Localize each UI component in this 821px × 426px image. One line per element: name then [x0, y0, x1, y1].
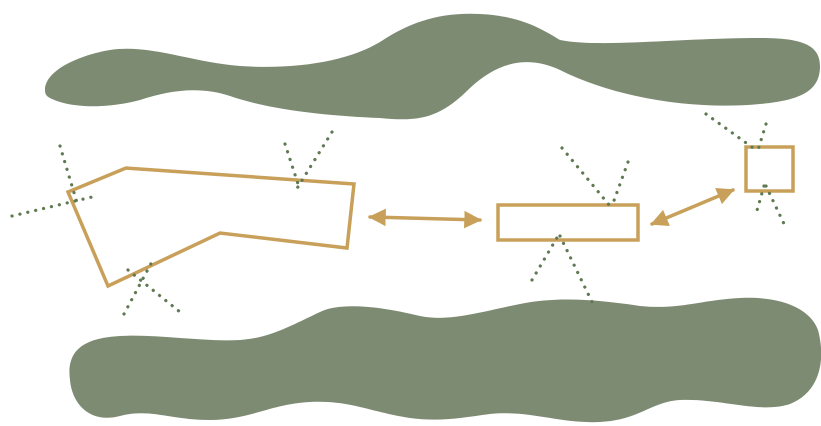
- dotted-line: [530, 234, 560, 282]
- small-square: [744, 145, 795, 193]
- dotted-line: [764, 184, 788, 230]
- dotted-line: [558, 234, 596, 308]
- double-arrow-2: [650, 188, 735, 226]
- dotted-line: [58, 144, 80, 208]
- double-arrow-1: [368, 208, 482, 229]
- dotted-line: [283, 142, 302, 192]
- land-mass-bottom: [69, 297, 821, 423]
- dotted-line: [294, 130, 334, 192]
- dotted-line: [704, 112, 758, 152]
- dotted-line: [10, 195, 94, 218]
- irregular-polygon: [65, 166, 356, 289]
- dotted-line: [754, 184, 766, 216]
- dotted-line: [122, 256, 156, 316]
- wide-rectangle: [496, 203, 640, 242]
- land-mass-top: [45, 13, 820, 120]
- dotted-line: [610, 160, 630, 208]
- dotted-line: [560, 146, 612, 208]
- dotted-line: [126, 268, 182, 314]
